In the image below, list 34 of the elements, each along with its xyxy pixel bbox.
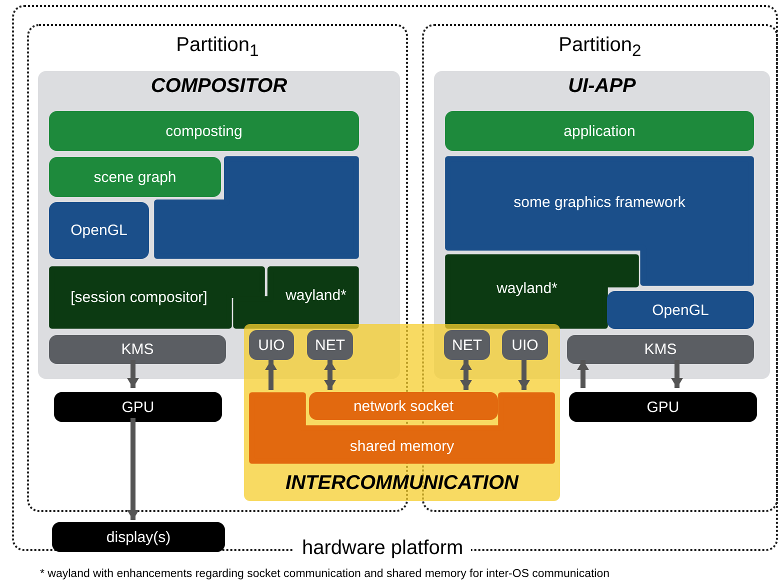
arrow <box>265 360 277 390</box>
driver-block: KMS <box>49 335 226 364</box>
component-block: wayland* <box>445 254 639 329</box>
arrow <box>671 360 683 388</box>
footnote: * wayland with enhancements regarding socket communication and shared memory for inter-OS communication <box>40 568 610 580</box>
compositor-panel <box>38 71 400 379</box>
arrow <box>127 360 139 388</box>
arrow <box>324 360 336 390</box>
group-title: Partition$_{1}$ <box>175 34 260 61</box>
component-block: [session compositor] <box>49 266 265 329</box>
interface-block: NET <box>444 330 490 360</box>
component-block: OpenGL <box>49 202 149 259</box>
arrow <box>460 360 472 390</box>
hardware-block: display(s) <box>52 522 225 552</box>
hardware-block: GPU <box>569 392 757 422</box>
interface-block: NET <box>307 330 353 360</box>
hardware-block: GPU <box>54 392 222 422</box>
driver-block: KMS <box>567 335 754 364</box>
group-title: INTERCOMMUNICATION <box>284 472 520 495</box>
arrow <box>518 360 530 390</box>
component-block: composting <box>49 111 359 151</box>
interface-block: UIO <box>249 330 294 360</box>
component-block: application <box>445 111 754 151</box>
component-block: scene graph <box>49 157 221 197</box>
interface-block: UIO <box>502 330 548 360</box>
arrow <box>127 418 139 520</box>
socket-block: network socket <box>309 392 498 420</box>
component-block: OpenGL <box>607 291 754 329</box>
group-title: COMPOSITOR <box>150 75 288 98</box>
intercommunication-panel <box>244 324 560 501</box>
group-title: UI-APP <box>567 75 637 98</box>
app-panel <box>434 71 770 379</box>
group-title: Partition$_{2}$ <box>558 34 642 61</box>
group-title: hardware platform <box>294 537 472 560</box>
